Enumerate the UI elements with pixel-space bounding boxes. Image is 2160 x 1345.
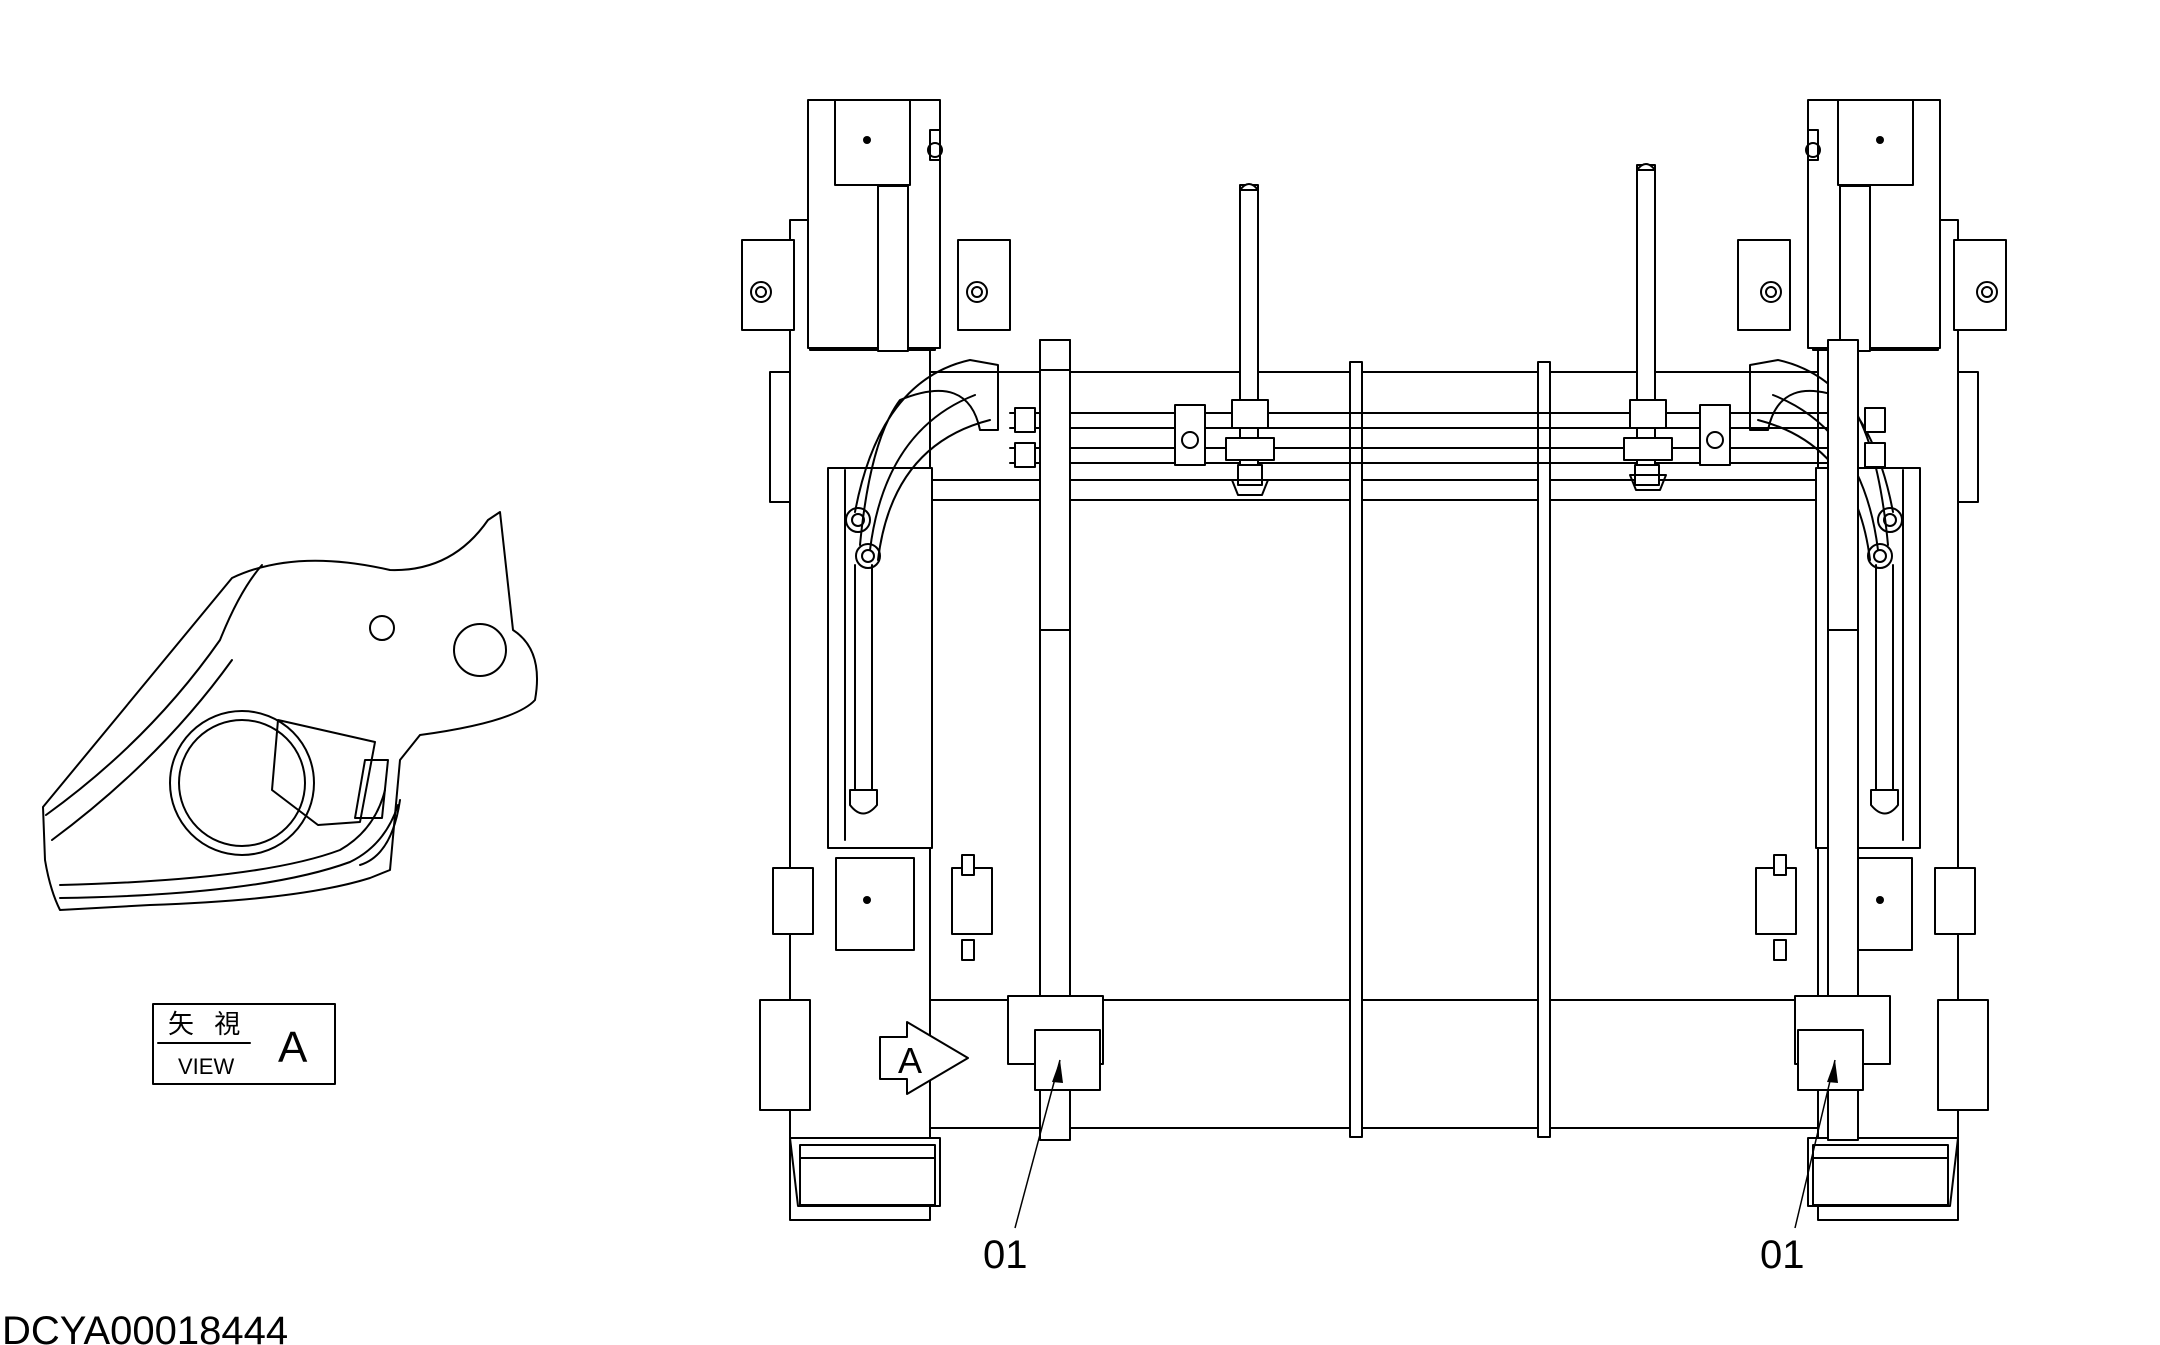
- tine-sleeve-left: [1007, 339, 1104, 1141]
- attachment-frame: A 01 01: [741, 99, 2007, 1277]
- view-arrow-letter: A: [898, 1040, 922, 1081]
- drawing-number: DCYA00018444: [2, 1309, 288, 1345]
- callout-leader-left: 01: [983, 1059, 1063, 1277]
- view-label-letter: A: [278, 1023, 308, 1072]
- view-label-english: VIEW: [178, 1054, 234, 1079]
- callout-label: 01: [1760, 1233, 1805, 1277]
- lower-crossbeam: [799, 999, 1949, 1129]
- left-side-assembly: [741, 99, 1011, 1221]
- view-label-box: 矢 視 VIEW A: [152, 1003, 336, 1085]
- view-label-kanji: 矢 視: [168, 1010, 246, 1040]
- detail-view-a: [42, 511, 538, 911]
- right-side-assembly: [1737, 99, 2007, 1221]
- tine-sleeve-right: [1794, 339, 1891, 1141]
- view-arrow-a: A: [879, 1021, 969, 1095]
- callout-leader-right: 01: [1760, 1059, 1838, 1277]
- hydraulic-pipes: [1009, 163, 1886, 496]
- callout-label: 01: [983, 1233, 1028, 1277]
